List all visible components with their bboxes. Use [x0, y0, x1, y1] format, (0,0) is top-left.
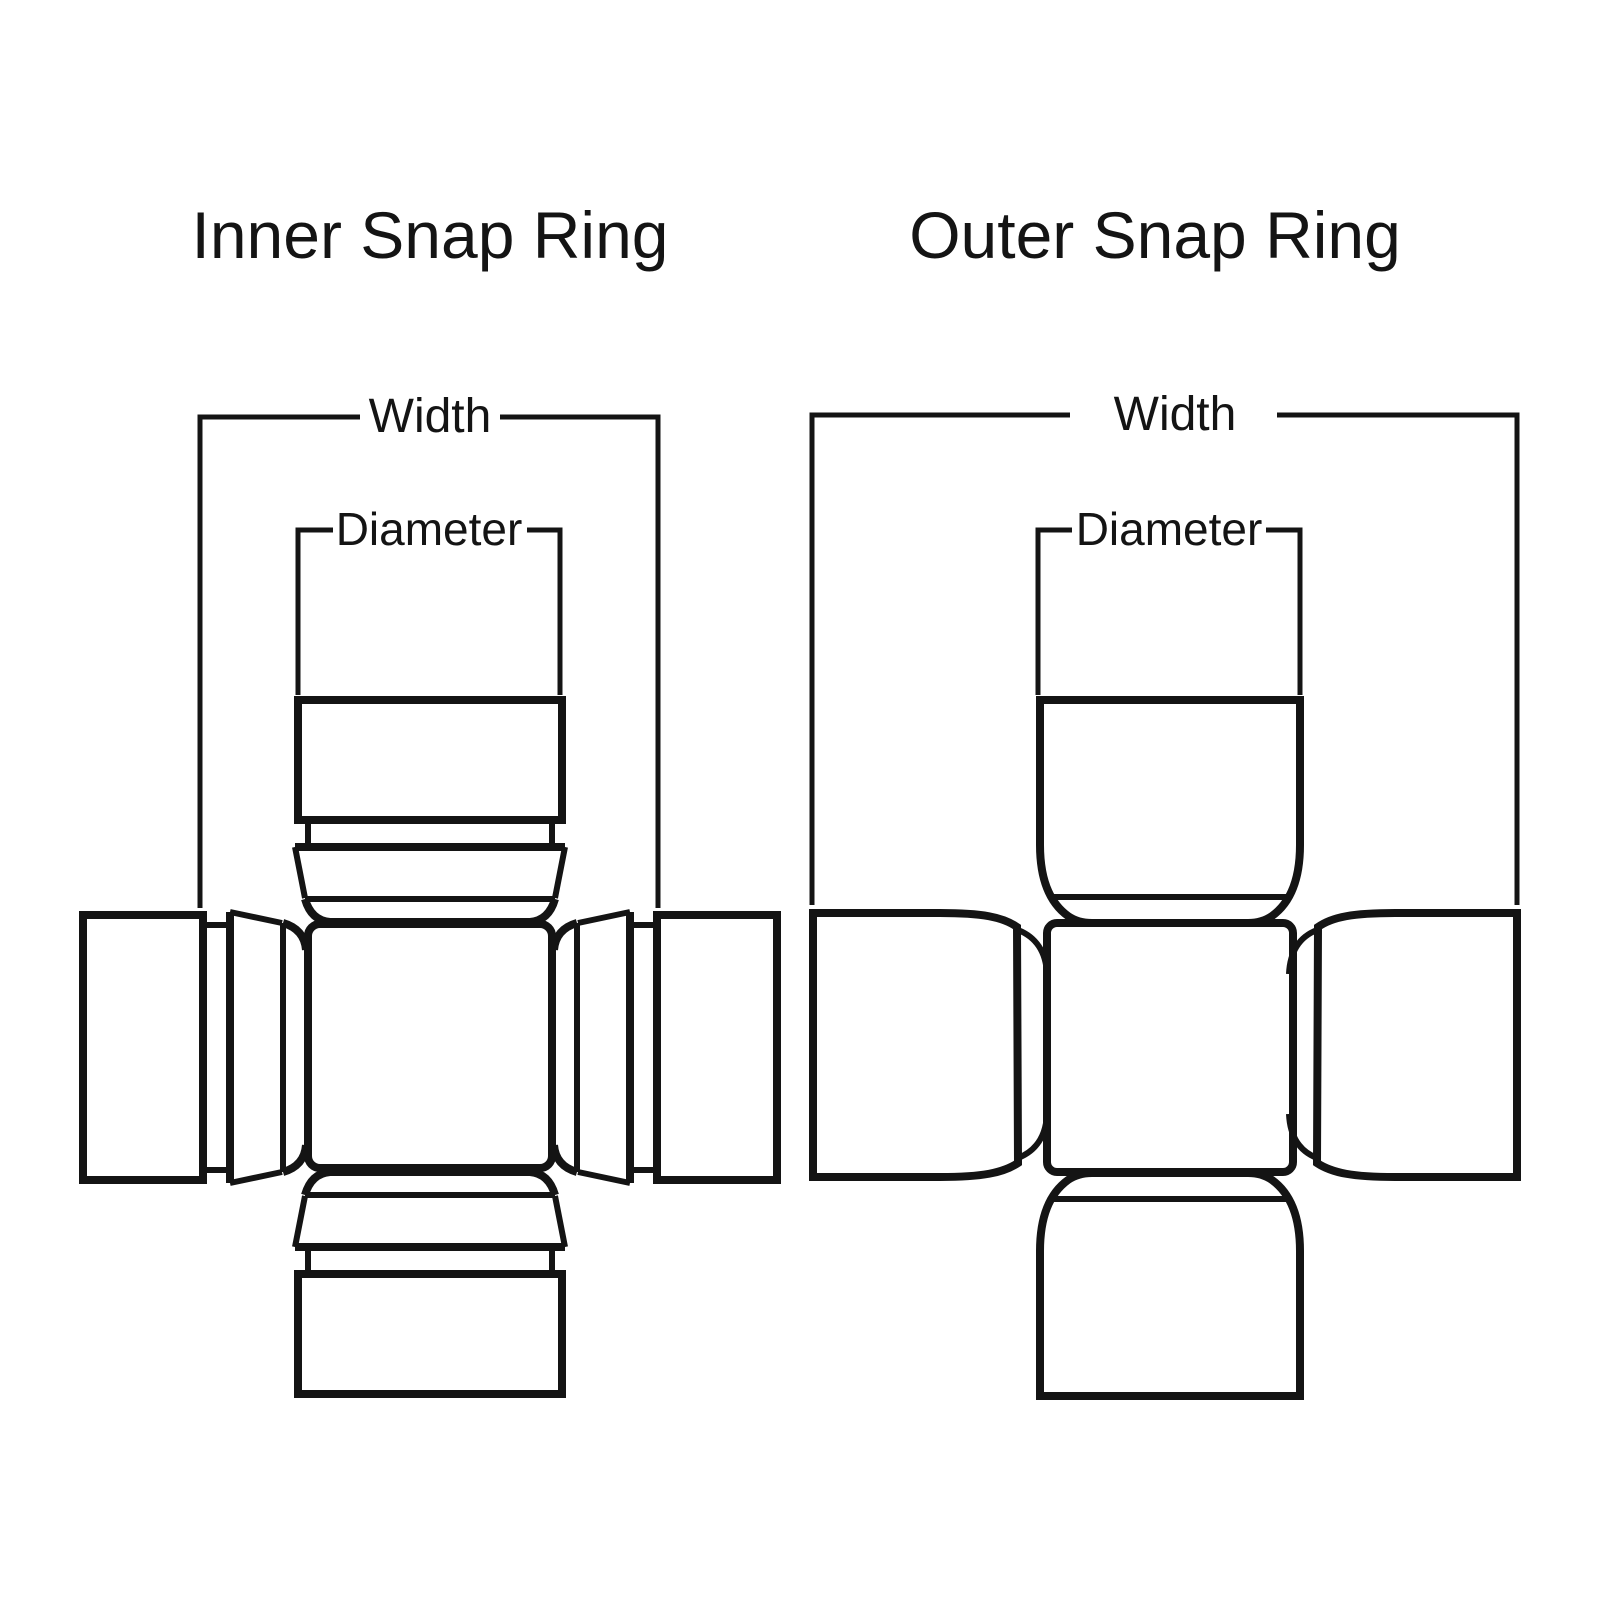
inner-right-seal-lip [550, 919, 579, 1176]
outer-bottom-bearing-cap [1036, 1169, 1304, 1400]
inner-bottom-seal-lip [301, 1168, 559, 1197]
inner-left-seal [229, 909, 286, 1186]
inner-right-snap-ring-groove [631, 922, 657, 1173]
outer-cross-body [1043, 919, 1297, 1176]
inner-title: Inner Snap Ring [192, 198, 669, 272]
inner-left-snap-ring-groove [203, 922, 229, 1173]
outer-snap-ring-diagram: Outer Snap Ring Width Diameter [809, 198, 1521, 1400]
inner-top-snap-ring-groove [305, 820, 555, 846]
outer-title: Outer Snap Ring [909, 198, 1401, 272]
outer-width-dimension-line-left [809, 412, 1070, 905]
outer-diameter-label: Diameter [1076, 503, 1263, 555]
inner-top-seal-lip [301, 897, 559, 926]
inner-left-bearing-cap [79, 911, 207, 1184]
inner-left-seal-lip [281, 919, 310, 1176]
inner-right-bearing-cap [653, 911, 781, 1184]
outer-left-bearing-cap [809, 909, 1023, 1181]
outer-right-bearing-cap [1312, 909, 1521, 1181]
outer-diameter-dimension-line-left [1035, 527, 1072, 695]
inner-diameter-dimension-line-right [527, 527, 563, 695]
inner-width-dimension-line-left [197, 414, 360, 908]
inner-top-seal [292, 846, 568, 902]
inner-diameter-label: Diameter [336, 503, 523, 555]
outer-left-trunnion-fillet [1016, 927, 1050, 1161]
inner-snap-ring-diagram: Inner Snap Ring Width Diameter [79, 198, 781, 1398]
outer-top-bearing-cap [1036, 696, 1304, 927]
inner-top-bearing-cap [294, 696, 566, 824]
inner-bottom-bearing-cap [294, 1270, 566, 1398]
inner-width-dimension-line-right [500, 414, 661, 908]
outer-width-label: Width [1114, 388, 1237, 441]
inner-diameter-dimension-line-left [295, 527, 333, 695]
inner-bottom-snap-ring-groove [305, 1248, 555, 1274]
outer-diameter-dimension-line-right [1266, 527, 1303, 695]
inner-cross-body [304, 920, 556, 1172]
inner-bottom-seal [292, 1192, 568, 1248]
outer-width-dimension-line-right [1277, 412, 1520, 905]
inner-right-seal [574, 909, 631, 1186]
inner-width-label: Width [369, 390, 492, 443]
